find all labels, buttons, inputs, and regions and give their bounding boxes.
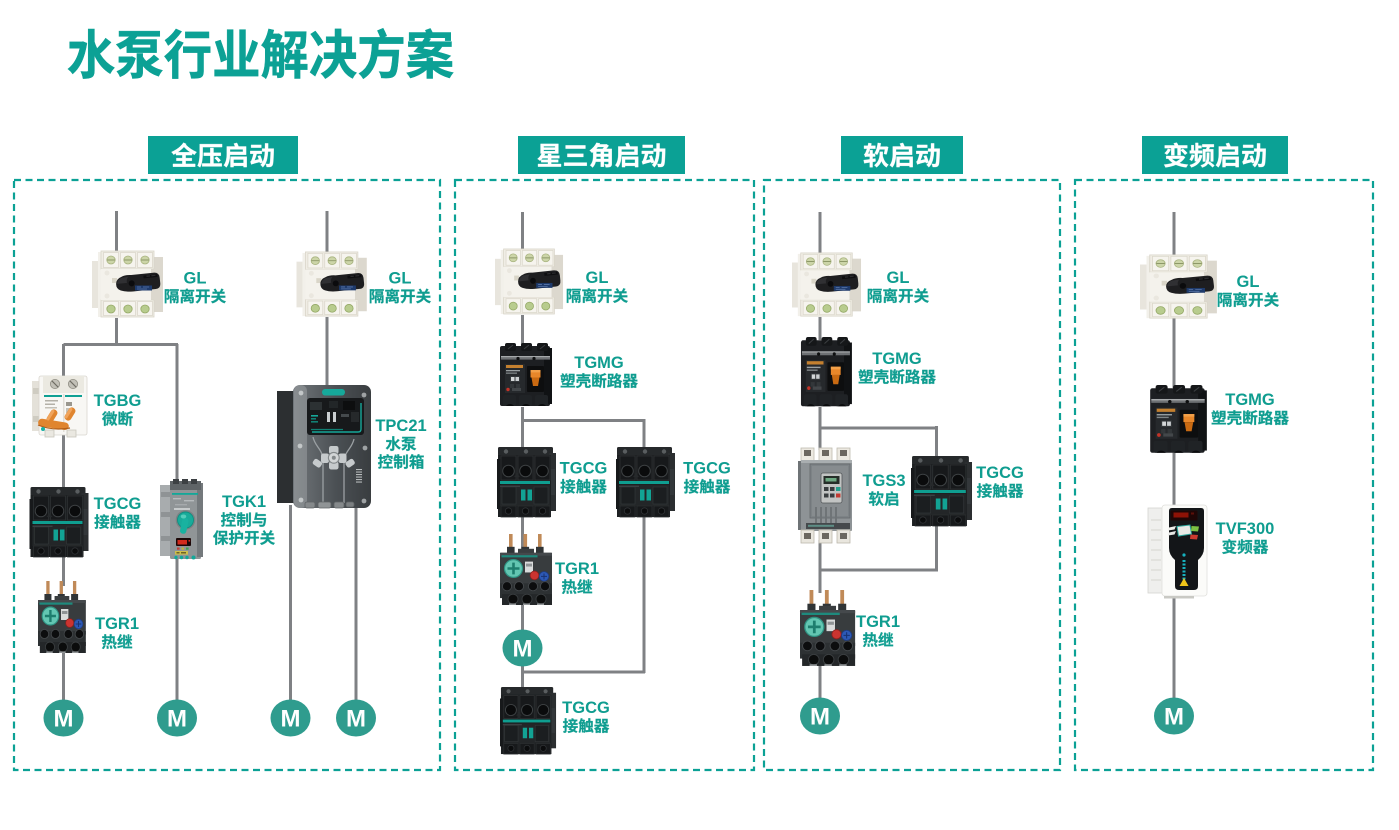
svg-text:GL: GL [184, 269, 207, 287]
svg-text:TPC21: TPC21 [375, 417, 426, 435]
svg-text:TGMG: TGMG [574, 354, 624, 372]
svg-text:M: M [281, 706, 301, 733]
svg-text:GL: GL [586, 269, 609, 287]
svg-text:TGR1: TGR1 [856, 613, 900, 631]
svg-text:TGCG: TGCG [560, 460, 608, 478]
svg-text:TGCG: TGCG [976, 464, 1024, 482]
svg-text:M: M [1164, 704, 1184, 731]
svg-text:TGCG: TGCG [683, 460, 731, 478]
svg-text:M: M [810, 704, 830, 731]
svg-text:GL: GL [887, 269, 910, 287]
svg-text:TGBG: TGBG [94, 392, 142, 410]
svg-text:TGMG: TGMG [872, 350, 922, 368]
svg-text:GL: GL [1237, 273, 1260, 291]
svg-text:TGS3: TGS3 [862, 472, 905, 490]
svg-text:TVF300: TVF300 [1216, 520, 1275, 538]
svg-text:GL: GL [389, 269, 412, 287]
svg-text:TGMG: TGMG [1225, 391, 1275, 409]
svg-text:TGR1: TGR1 [95, 615, 139, 633]
svg-text:TGK1: TGK1 [222, 493, 266, 511]
svg-text:TGR1: TGR1 [555, 560, 599, 578]
svg-text:M: M [346, 706, 366, 733]
svg-text:TGCG: TGCG [94, 495, 142, 513]
svg-text:M: M [54, 706, 74, 733]
svg-text:M: M [513, 636, 533, 663]
svg-text:TGCG: TGCG [562, 699, 610, 717]
svg-text:M: M [167, 706, 187, 733]
